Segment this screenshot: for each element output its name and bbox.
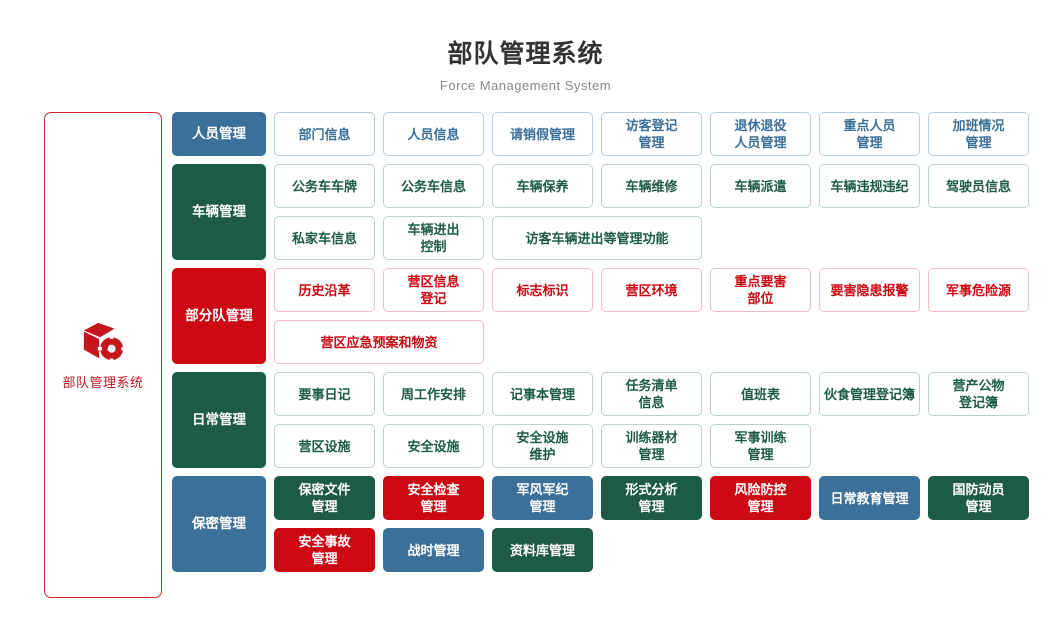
card-item[interactable]: 营区应急预案和物资 — [274, 320, 484, 364]
card-item[interactable]: 军风军纪管理 — [492, 476, 593, 520]
category-header-confidential[interactable]: 保密管理 — [172, 476, 266, 572]
card-item[interactable]: 营区设施 — [274, 424, 375, 468]
card-item[interactable]: 私家车信息 — [274, 216, 375, 260]
card-list-unit: 历史沿革营区信息登记标志标识营区环境重点要害部位要害隐患报警军事危险源营区应急预… — [274, 268, 1044, 364]
category-header-vehicle[interactable]: 车辆管理 — [172, 164, 266, 260]
page-subtitle: Force Management System — [439, 78, 612, 93]
section-vehicle: 车辆管理公务车车牌公务车信息车辆保养车辆维修车辆派遣车辆违规违纪驾驶员信息私家车… — [172, 164, 1044, 260]
card-item[interactable]: 公务车车牌 — [274, 164, 375, 208]
card-list-daily: 要事日记周工作安排记事本管理任务清单信息值班表伙食管理登记簿营产公物登记簿营区设… — [274, 372, 1044, 468]
card-item[interactable]: 训练器材管理 — [601, 424, 702, 468]
card-item[interactable]: 请销假管理 — [492, 112, 593, 156]
section-personnel: 人员管理部门信息人员信息请销假管理访客登记管理退休退役人员管理重点人员管理加班情… — [172, 112, 1044, 156]
sections-grid: 人员管理部门信息人员信息请销假管理访客登记管理退休退役人员管理重点人员管理加班情… — [172, 112, 1044, 580]
section-confidential: 保密管理保密文件管理安全检查管理军风军纪管理形式分析管理风险防控管理日常教育管理… — [172, 476, 1044, 572]
category-header-personnel[interactable]: 人员管理 — [172, 112, 266, 156]
card-item[interactable]: 要事日记 — [274, 372, 375, 416]
card-item[interactable]: 记事本管理 — [492, 372, 593, 416]
card-item[interactable]: 要害隐患报警 — [819, 268, 920, 312]
sidebar-system-panel[interactable]: 部队管理系统 — [44, 112, 162, 598]
card-item[interactable]: 历史沿革 — [274, 268, 375, 312]
card-item[interactable]: 军事危险源 — [928, 268, 1029, 312]
card-item[interactable]: 公务车信息 — [383, 164, 484, 208]
card-item[interactable]: 重点人员管理 — [819, 112, 920, 156]
card-item[interactable]: 访客车辆进出等管理功能 — [492, 216, 702, 260]
card-item[interactable]: 伙食管理登记簿 — [819, 372, 920, 416]
card-item[interactable]: 国防动员管理 — [928, 476, 1029, 520]
card-item[interactable]: 安全设施维护 — [492, 424, 593, 468]
card-item[interactable]: 驾驶员信息 — [928, 164, 1029, 208]
card-item[interactable]: 车辆违规违纪 — [819, 164, 920, 208]
card-item[interactable]: 战时管理 — [383, 528, 484, 572]
card-item[interactable]: 访客登记管理 — [601, 112, 702, 156]
section-unit: 部分队管理历史沿革营区信息登记标志标识营区环境重点要害部位要害隐患报警军事危险源… — [172, 268, 1044, 364]
card-item[interactable]: 值班表 — [710, 372, 811, 416]
card-item[interactable]: 形式分析管理 — [601, 476, 702, 520]
page-header: 部队管理系统 Force Management System — [0, 0, 1051, 94]
card-list-confidential: 保密文件管理安全检查管理军风军纪管理形式分析管理风险防控管理日常教育管理国防动员… — [274, 476, 1044, 572]
sidebar-label: 部队管理系统 — [62, 374, 144, 390]
card-item[interactable]: 风险防控管理 — [710, 476, 811, 520]
card-item[interactable]: 车辆进出控制 — [383, 216, 484, 260]
card-item[interactable]: 安全检查管理 — [383, 476, 484, 520]
card-item[interactable]: 退休退役人员管理 — [710, 112, 811, 156]
card-item[interactable]: 车辆维修 — [601, 164, 702, 208]
card-item[interactable]: 重点要害部位 — [710, 268, 811, 312]
card-item[interactable]: 部门信息 — [274, 112, 375, 156]
card-item[interactable]: 加班情况管理 — [928, 112, 1029, 156]
card-list-personnel: 部门信息人员信息请销假管理访客登记管理退休退役人员管理重点人员管理加班情况管理 — [274, 112, 1044, 156]
page-body: 部队管理系统 人员管理部门信息人员信息请销假管理访客登记管理退休退役人员管理重点… — [0, 94, 1051, 598]
category-header-daily[interactable]: 日常管理 — [172, 372, 266, 468]
section-daily: 日常管理要事日记周工作安排记事本管理任务清单信息值班表伙食管理登记簿营产公物登记… — [172, 372, 1044, 468]
card-item[interactable]: 人员信息 — [383, 112, 484, 156]
card-item[interactable]: 营区环境 — [601, 268, 702, 312]
card-item[interactable]: 车辆派遣 — [710, 164, 811, 208]
card-item[interactable]: 日常教育管理 — [819, 476, 920, 520]
card-item[interactable]: 周工作安排 — [383, 372, 484, 416]
card-item[interactable]: 保密文件管理 — [274, 476, 375, 520]
card-item[interactable]: 车辆保养 — [492, 164, 593, 208]
card-item[interactable]: 标志标识 — [492, 268, 593, 312]
box-gear-icon — [83, 322, 126, 362]
card-item[interactable]: 任务清单信息 — [601, 372, 702, 416]
card-item[interactable]: 军事训练管理 — [710, 424, 811, 468]
card-item[interactable]: 营区信息登记 — [383, 268, 484, 312]
card-item[interactable]: 安全事故管理 — [274, 528, 375, 572]
category-header-unit[interactable]: 部分队管理 — [172, 268, 266, 364]
card-list-vehicle: 公务车车牌公务车信息车辆保养车辆维修车辆派遣车辆违规违纪驾驶员信息私家车信息车辆… — [274, 164, 1044, 260]
page-title: 部队管理系统 — [447, 40, 604, 68]
card-item[interactable]: 资料库管理 — [492, 528, 593, 572]
card-item[interactable]: 安全设施 — [383, 424, 484, 468]
card-item[interactable]: 营产公物登记簿 — [928, 372, 1029, 416]
